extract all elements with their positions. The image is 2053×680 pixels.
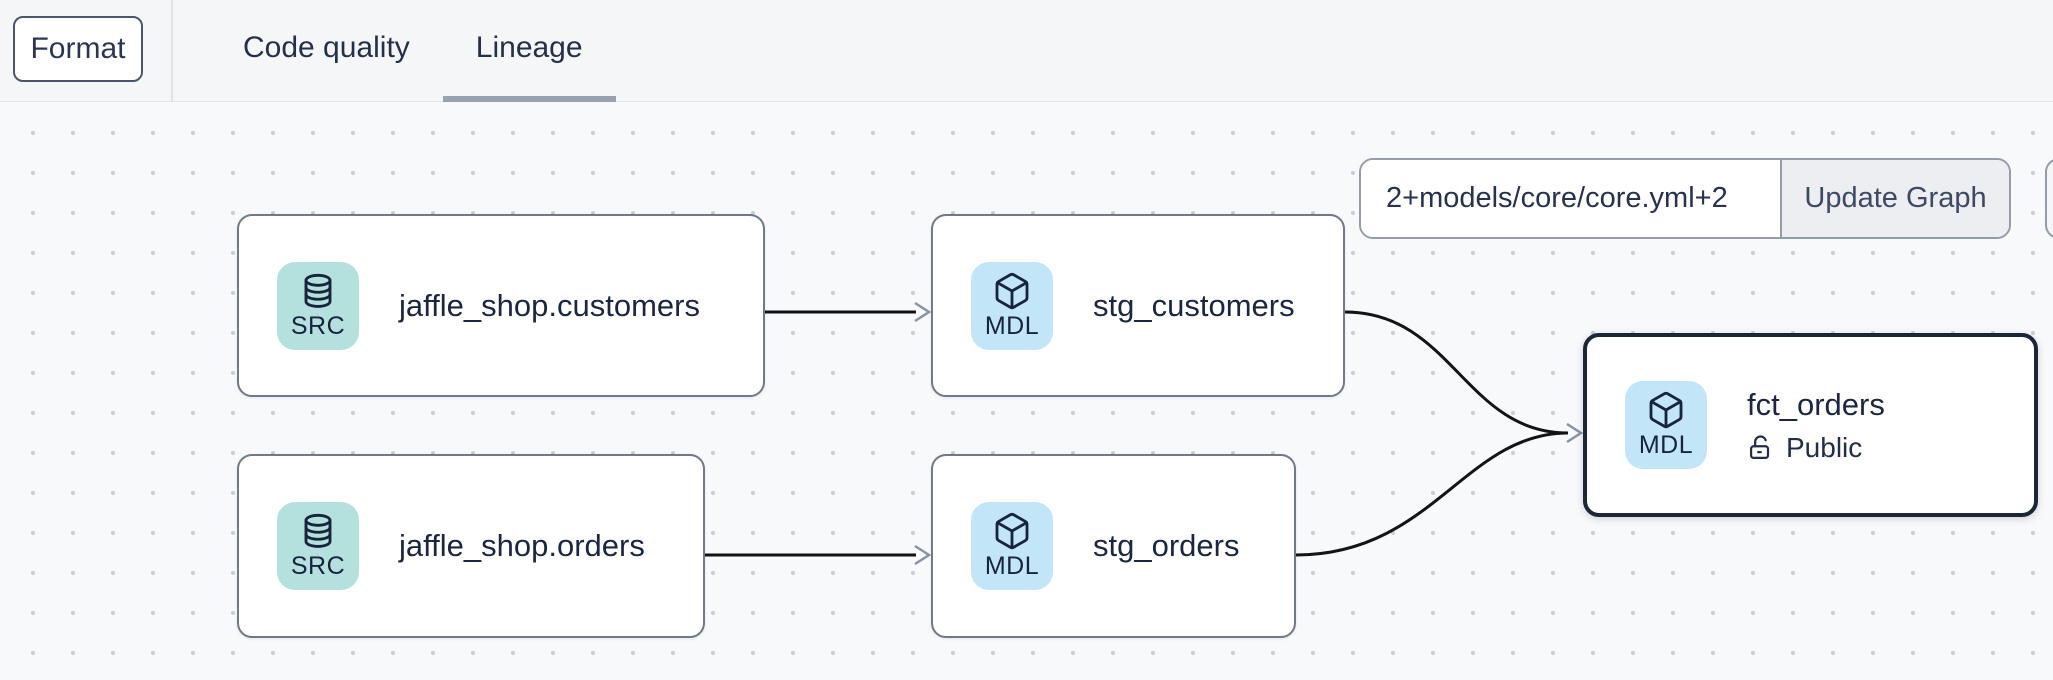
badge-label: MDL: [984, 552, 1040, 580]
panel-tabs: Code quality Lineage: [210, 0, 616, 102]
arrowhead-icon: [914, 301, 932, 323]
node-stg-orders[interactable]: MDL stg_orders: [931, 454, 1296, 638]
badge-label: SRC: [290, 311, 346, 340]
node-jaffle-shop-customers[interactable]: SRC jaffle_shop.customers: [237, 214, 765, 397]
tab-code-quality[interactable]: Code quality: [243, 31, 410, 64]
node-label: stg_orders: [1093, 528, 1240, 563]
model-badge: MDL: [1625, 381, 1707, 469]
node-label: jaffle_shop.customers: [399, 287, 700, 323]
source-badge: SRC: [277, 261, 359, 350]
lineage-canvas[interactable]: SRC jaffle_shop.customers MDL stg_custom…: [0, 103, 2053, 680]
arrowhead-icon: [914, 544, 932, 566]
node-fct-orders[interactable]: MDL fct_orders Public: [1583, 333, 2038, 517]
badge-label: SRC: [290, 552, 346, 580]
node-stg-customers[interactable]: MDL stg_customers: [931, 214, 1345, 397]
cube-icon: [995, 272, 1029, 309]
lineage-selector-input[interactable]: [1361, 160, 1780, 237]
update-graph-button[interactable]: Update Graph: [1780, 160, 2009, 237]
database-icon: [304, 273, 332, 308]
database-icon: [304, 513, 332, 548]
model-badge: MDL: [971, 261, 1053, 350]
edge-stg-orders-to-fct: [1295, 431, 1569, 557]
lineage-edges: [705, 301, 1584, 566]
cube-icon: [1649, 391, 1683, 429]
source-badge: SRC: [277, 502, 359, 590]
badge-label: MDL: [1638, 431, 1694, 459]
graph-controls: Update Graph: [1359, 158, 2011, 239]
offscreen-button-sliver[interactable]: [2045, 158, 2053, 239]
cube-icon: [995, 512, 1029, 550]
node-label: fct_orders: [1747, 386, 1885, 422]
edge-stg-customers-to-fct: [1344, 310, 1569, 435]
toolbar-divider: [171, 0, 173, 102]
node-label: jaffle_shop.orders: [399, 528, 645, 563]
model-badge: MDL: [971, 502, 1053, 590]
badge-label: MDL: [984, 311, 1040, 340]
node-label: stg_customers: [1093, 287, 1295, 323]
arrowhead-icon: [1566, 422, 1584, 444]
node-jaffle-shop-orders[interactable]: SRC jaffle_shop.orders: [237, 454, 705, 638]
access-badge: Public: [1747, 432, 1885, 464]
access-label: Public: [1786, 431, 1863, 463]
lock-open-icon: [1749, 434, 1770, 459]
format-button[interactable]: Format: [13, 16, 143, 82]
editor-toolbar: Format Code quality Lineage: [0, 0, 2053, 102]
tab-lineage[interactable]: Lineage: [442, 0, 616, 102]
